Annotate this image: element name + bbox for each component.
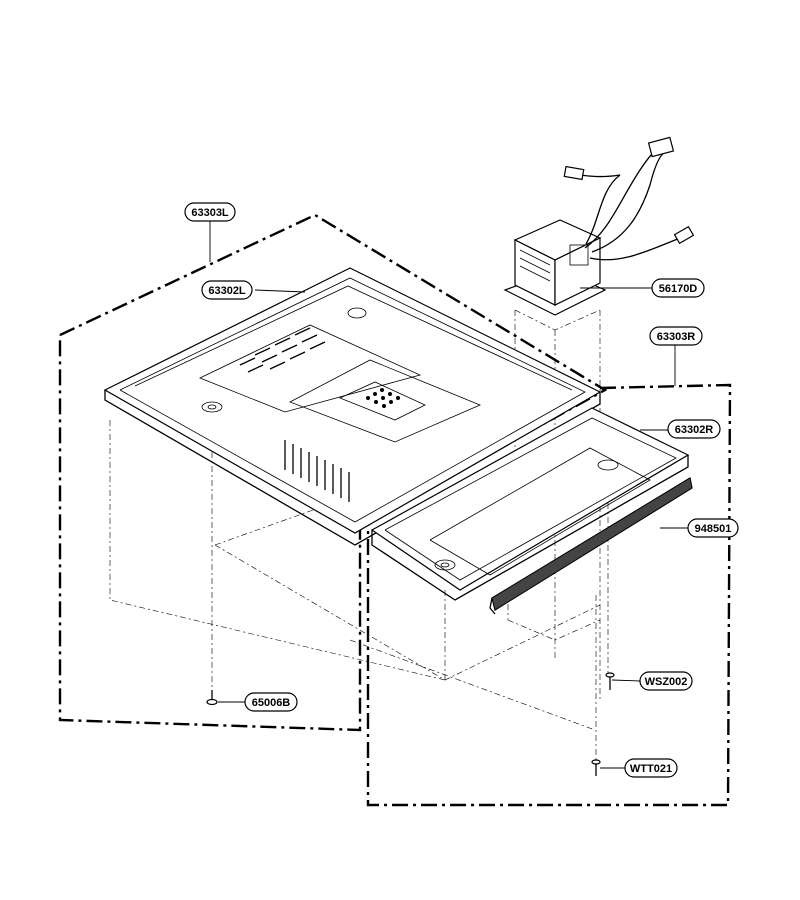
svg-text:948501: 948501 [695, 523, 732, 535]
svg-text:63303R: 63303R [657, 331, 696, 343]
svg-text:WTT021: WTT021 [630, 763, 672, 775]
svg-text:63302L: 63302L [208, 285, 246, 297]
svg-text:WSZ002: WSZ002 [645, 676, 688, 688]
svg-text:63302R: 63302R [675, 424, 714, 436]
right-assembly-boundary [366, 345, 732, 807]
leader-lines [218, 287, 688, 769]
label-65006b: 65006B [244, 692, 298, 712]
label-63303r: 63303R [649, 326, 703, 346]
svg-text:56170D: 56170D [659, 283, 698, 295]
hole-grid [366, 388, 400, 408]
projection-lines [109, 309, 609, 765]
svg-text:63303L: 63303L [191, 207, 229, 219]
svg-text:65006B: 65006B [252, 697, 291, 709]
screw-65006b [206, 690, 218, 706]
label-63302l: 63302L [201, 280, 253, 300]
right-base-plate [370, 407, 690, 601]
screw-wsz002 [605, 672, 615, 690]
vent-slots-top [239, 327, 326, 373]
label-948501: 948501 [687, 518, 739, 538]
label-63303l: 63303L [184, 202, 236, 222]
label-56170d: 56170D [651, 278, 705, 298]
screw-wtt021 [591, 759, 601, 776]
left-base-plate [103, 267, 602, 546]
gasket-strip [489, 477, 693, 615]
label-63302r: 63302R [667, 419, 721, 439]
side-louvres [284, 440, 350, 502]
label-wsz002: WSZ002 [639, 671, 693, 691]
label-wtt021: WTT021 [624, 758, 678, 778]
